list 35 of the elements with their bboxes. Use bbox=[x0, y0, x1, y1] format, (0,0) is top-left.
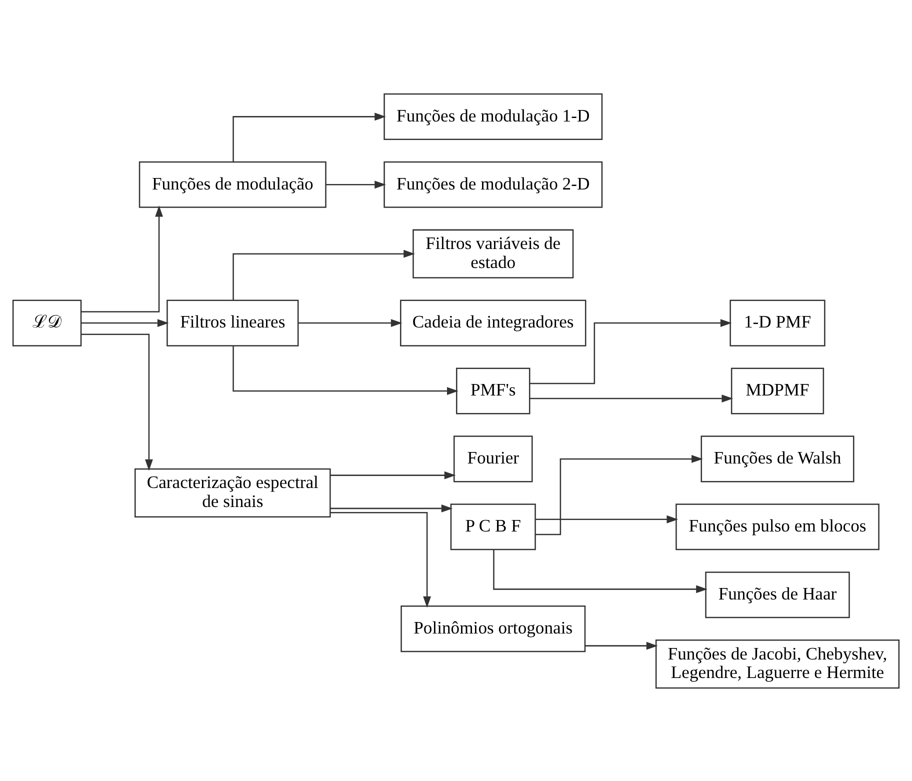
arrow bbox=[530, 394, 734, 402]
node-box: Fourier bbox=[453, 435, 533, 482]
arrow bbox=[82, 333, 153, 470]
node-box: Funções de modulação 1-D bbox=[384, 92, 603, 140]
arrow bbox=[330, 512, 432, 608]
node-box: Funções de Walsh bbox=[700, 435, 854, 482]
arrow bbox=[232, 346, 458, 394]
node-box: P C B F bbox=[450, 503, 536, 550]
node-box: PMF's bbox=[456, 367, 530, 414]
node-box: Funções de Jacobi, Chebyshev, Legendre, Laguerre e Hermite bbox=[655, 639, 900, 688]
node-box: ℒ𝒟 bbox=[12, 299, 82, 346]
arrow bbox=[81, 204, 163, 312]
arrow bbox=[326, 180, 386, 188]
arrow bbox=[536, 514, 678, 523]
arrow bbox=[330, 504, 453, 512]
node-box: Filtros variáveis de estado bbox=[412, 228, 574, 278]
arrow bbox=[298, 318, 402, 327]
node-box: Funções de Haar bbox=[705, 571, 850, 618]
node-box: Cadeia de integradores bbox=[400, 299, 586, 346]
node-box: 1-D PMF bbox=[730, 299, 826, 346]
arrow bbox=[330, 470, 456, 479]
arrow bbox=[81, 318, 169, 327]
node-box: Polinômios ortogonais bbox=[400, 605, 586, 652]
arrow bbox=[232, 249, 415, 300]
node-box: Funções pulso em blocos bbox=[676, 503, 880, 550]
arrow bbox=[535, 454, 703, 535]
node-box: Funções de modulação 2-D bbox=[384, 160, 603, 208]
arrow bbox=[585, 641, 658, 650]
node-box: Filtros lineares bbox=[166, 299, 299, 346]
arrow bbox=[232, 112, 386, 162]
arrow bbox=[493, 549, 708, 593]
node-box: Caracterização espectral de sinais bbox=[134, 468, 331, 517]
node-box: MDPMF bbox=[730, 367, 824, 414]
node-box: Funções de modulação bbox=[138, 160, 326, 208]
arrow bbox=[530, 318, 732, 384]
